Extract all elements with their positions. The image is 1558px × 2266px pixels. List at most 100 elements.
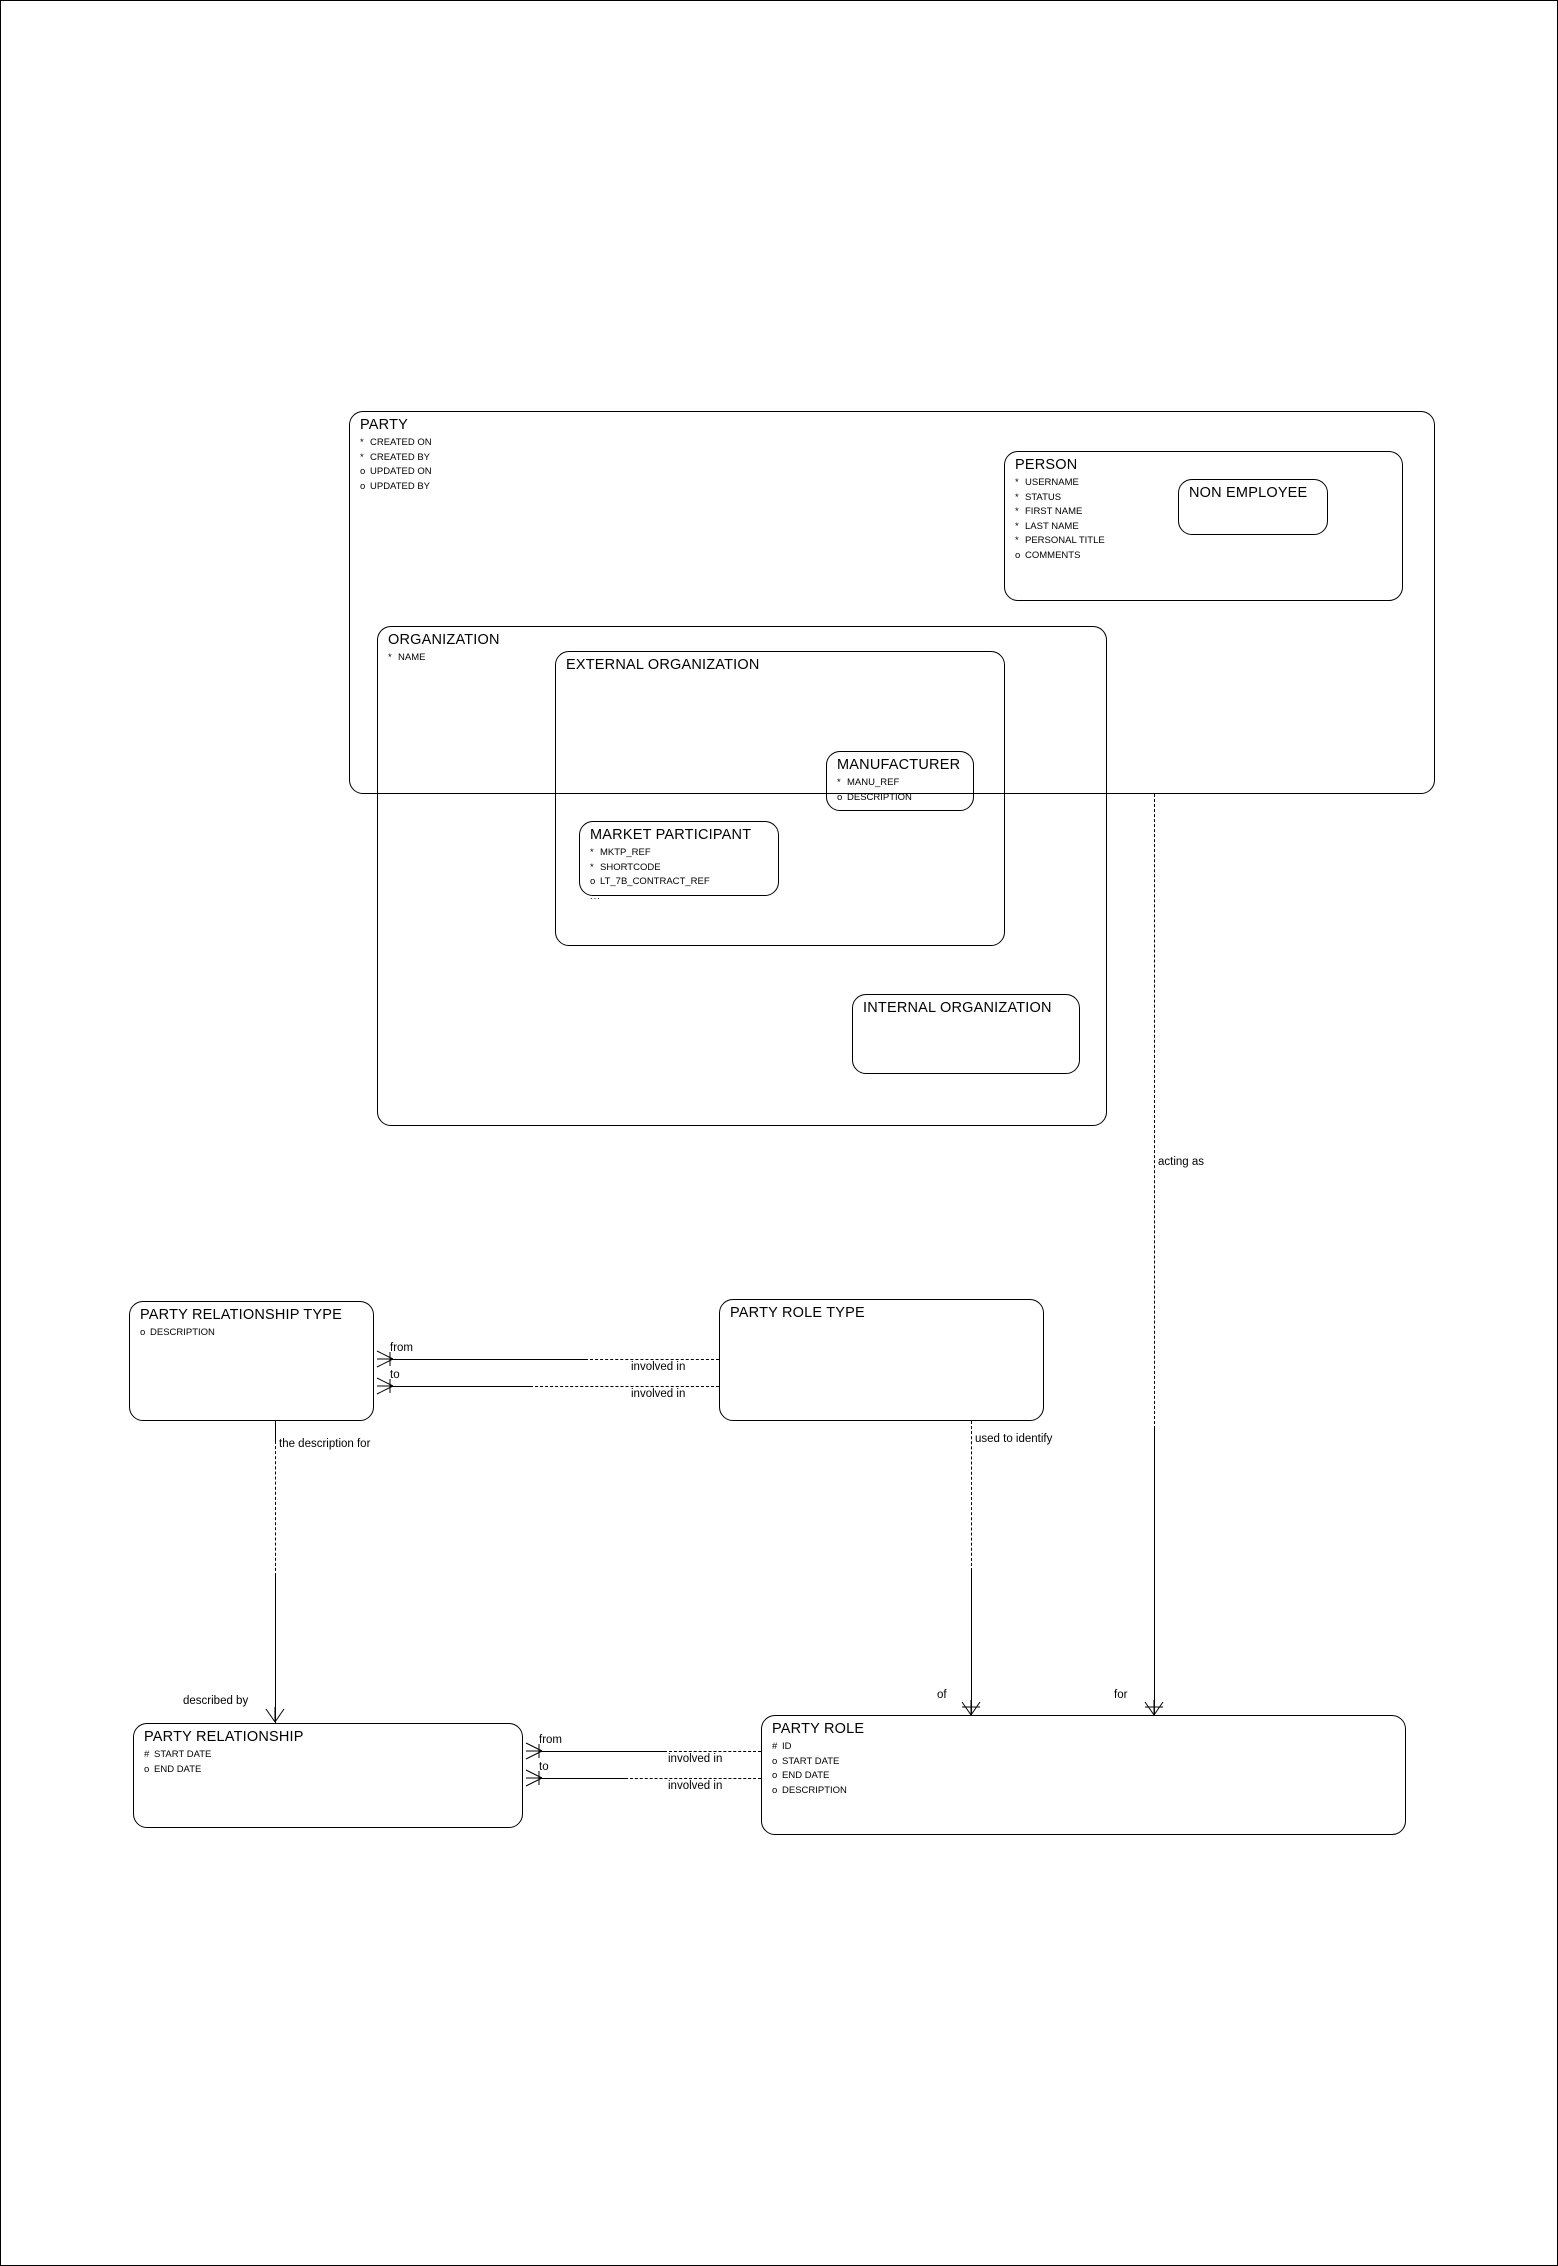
attribute-label: DESCRIPTION [150, 1327, 215, 1338]
attribute-label: UPDATED BY [370, 480, 431, 492]
attribute-row: * MANU_REF [837, 776, 912, 791]
attribute-mark: * [1015, 535, 1019, 547]
attribute-row: * LAST NAME [1015, 520, 1105, 535]
attribute-row: *USERNAME [1015, 476, 1105, 491]
attribute-label: STATUS [1025, 491, 1062, 503]
crowsfoot-prt-from [376, 1350, 394, 1368]
attribute-row: * FIRST NAME [1015, 505, 1105, 520]
relationship-label-prt-involved-in-2: involved in [631, 1388, 686, 1400]
attribute-label: LT_7B_CONTRACT_REF [600, 876, 710, 888]
attribute-mark: o [360, 480, 366, 492]
attribute-mark: # [772, 1741, 778, 1752]
entity-party-role-type[interactable]: PARTY ROLE TYPE [719, 1299, 1044, 1421]
entity-organization-name: ORGANIZATION [388, 632, 500, 648]
attribute-row: #START DATE [144, 1748, 211, 1763]
attribute-label: DESCRIPTION [847, 791, 912, 803]
attribute-row: *CREATED BY [360, 451, 432, 466]
attribute-mark: * [360, 451, 364, 463]
entity-manufacturer[interactable]: MANUFACTURER * MANU_REF o DESCRIPTION [826, 751, 974, 811]
attribute-mark: o [837, 791, 843, 803]
entity-organization[interactable]: ORGANIZATION *NAME [377, 626, 1107, 1126]
attribute-mark: o [1015, 549, 1021, 561]
attribute-mark: * [1015, 506, 1019, 518]
attribute-mark: * [590, 861, 594, 873]
attribute-mark: o [772, 1784, 778, 1796]
attribute-mark: o [360, 466, 366, 478]
relationship-label-prt-involved-in-1: involved in [631, 1361, 686, 1373]
entity-party-role-type-name: PARTY ROLE TYPE [730, 1305, 865, 1321]
attribute-label: SHORTCODE [600, 861, 661, 873]
relationship-label-used-to-identify: used to identify [975, 1433, 1053, 1445]
entity-party-role-name: PARTY ROLE [772, 1721, 865, 1737]
attribute-row: o DESCRIPTION [837, 791, 912, 806]
attribute-mark: * [1015, 491, 1019, 503]
attribute-label: UPDATED ON [370, 466, 432, 478]
attribute-row: o UPDATED ON [360, 465, 432, 480]
attribute-mark: o [772, 1770, 778, 1782]
relationship-label-pr-from: from [539, 1734, 562, 1746]
relationship-label-for: for [1114, 1689, 1128, 1701]
entity-manufacturer-name: MANUFACTURER [837, 757, 961, 773]
entity-manufacturer-attributes: * MANU_REF o DESCRIPTION [837, 776, 912, 805]
attribute-row: *PERSONAL TITLE [1015, 534, 1105, 549]
connector-pr-to-dashed [625, 1778, 761, 1779]
crowsfoot-pr-from [525, 1742, 543, 1760]
relationship-label-pr-involved-in-1: involved in [668, 1753, 723, 1765]
attribute-label: START DATE [154, 1749, 212, 1760]
entity-organization-attributes: *NAME [388, 651, 425, 666]
attribute-row: o COMMENTS [1015, 549, 1105, 564]
relationship-label-pr-to: to [539, 1761, 549, 1773]
crowsfoot-of-party-role [961, 1700, 981, 1716]
relationship-label-of: of [937, 1689, 947, 1701]
attribute-mark: * [590, 847, 594, 858]
entity-internal-organization[interactable]: INTERNAL ORGANIZATION [852, 994, 1080, 1074]
relationship-label-described-by: described by [183, 1695, 249, 1707]
attribute-label: CREATED ON [370, 437, 432, 448]
attribute-row: # ID [772, 1740, 847, 1755]
attribute-row: *CREATED ON [360, 436, 432, 451]
connector-prt-to-dashed [530, 1386, 719, 1387]
attribute-label: COMMENTS [1025, 549, 1081, 561]
attribute-row: * SHORTCODE [590, 861, 710, 876]
relationship-label-pr-involved-in-2: involved in [668, 1780, 723, 1792]
attribute-mark: * [1015, 520, 1019, 532]
attribute-label: USERNAME [1025, 477, 1079, 488]
entity-market-participant-name: MARKET PARTICIPANT [590, 827, 752, 843]
entity-party-name: PARTY [360, 417, 409, 433]
relationship-label-prt-to: to [390, 1369, 400, 1381]
attribute-mark: * [837, 777, 841, 788]
relationship-label-the-description-for: the description for [279, 1438, 371, 1450]
entity-party-relationship-name: PARTY RELATIONSHIP [144, 1729, 304, 1745]
attribute-row: *NAME [388, 651, 425, 666]
entity-person-name: PERSON [1015, 457, 1078, 473]
attribute-label: LAST NAME [1025, 520, 1079, 532]
connector-pr-from-solid [539, 1751, 664, 1752]
entity-person-attributes: *USERNAME *STATUS *FIRST NAME *LAST NAME… [1015, 476, 1105, 564]
connector-acting-as-solid [1154, 1429, 1155, 1715]
crowsfoot-pr-to [525, 1769, 543, 1787]
entity-person[interactable]: PERSON *USERNAME *STATUS *FIRST NAME *LA… [1004, 451, 1403, 601]
connector-description-for-dashed [275, 1441, 276, 1576]
attribute-mark: * [388, 652, 392, 663]
connector-acting-as-dashed [1154, 794, 1155, 1429]
attribute-mark: o [772, 1755, 778, 1767]
entity-external-organization[interactable]: EXTERNAL ORGANIZATION [555, 651, 1005, 946]
connector-pr-from-dashed [664, 1751, 761, 1752]
entity-non-employee[interactable]: NON EMPLOYEE [1178, 479, 1328, 535]
entity-market-participant[interactable]: MARKET PARTICIPANT *MKTP_REF *SHORTCODE … [579, 821, 779, 902]
attribute-label: ID [782, 1741, 792, 1752]
attribute-label: FIRST NAME [1025, 506, 1083, 518]
attribute-label: END DATE [154, 1763, 202, 1775]
attribute-label: MANU_REF [847, 777, 900, 788]
